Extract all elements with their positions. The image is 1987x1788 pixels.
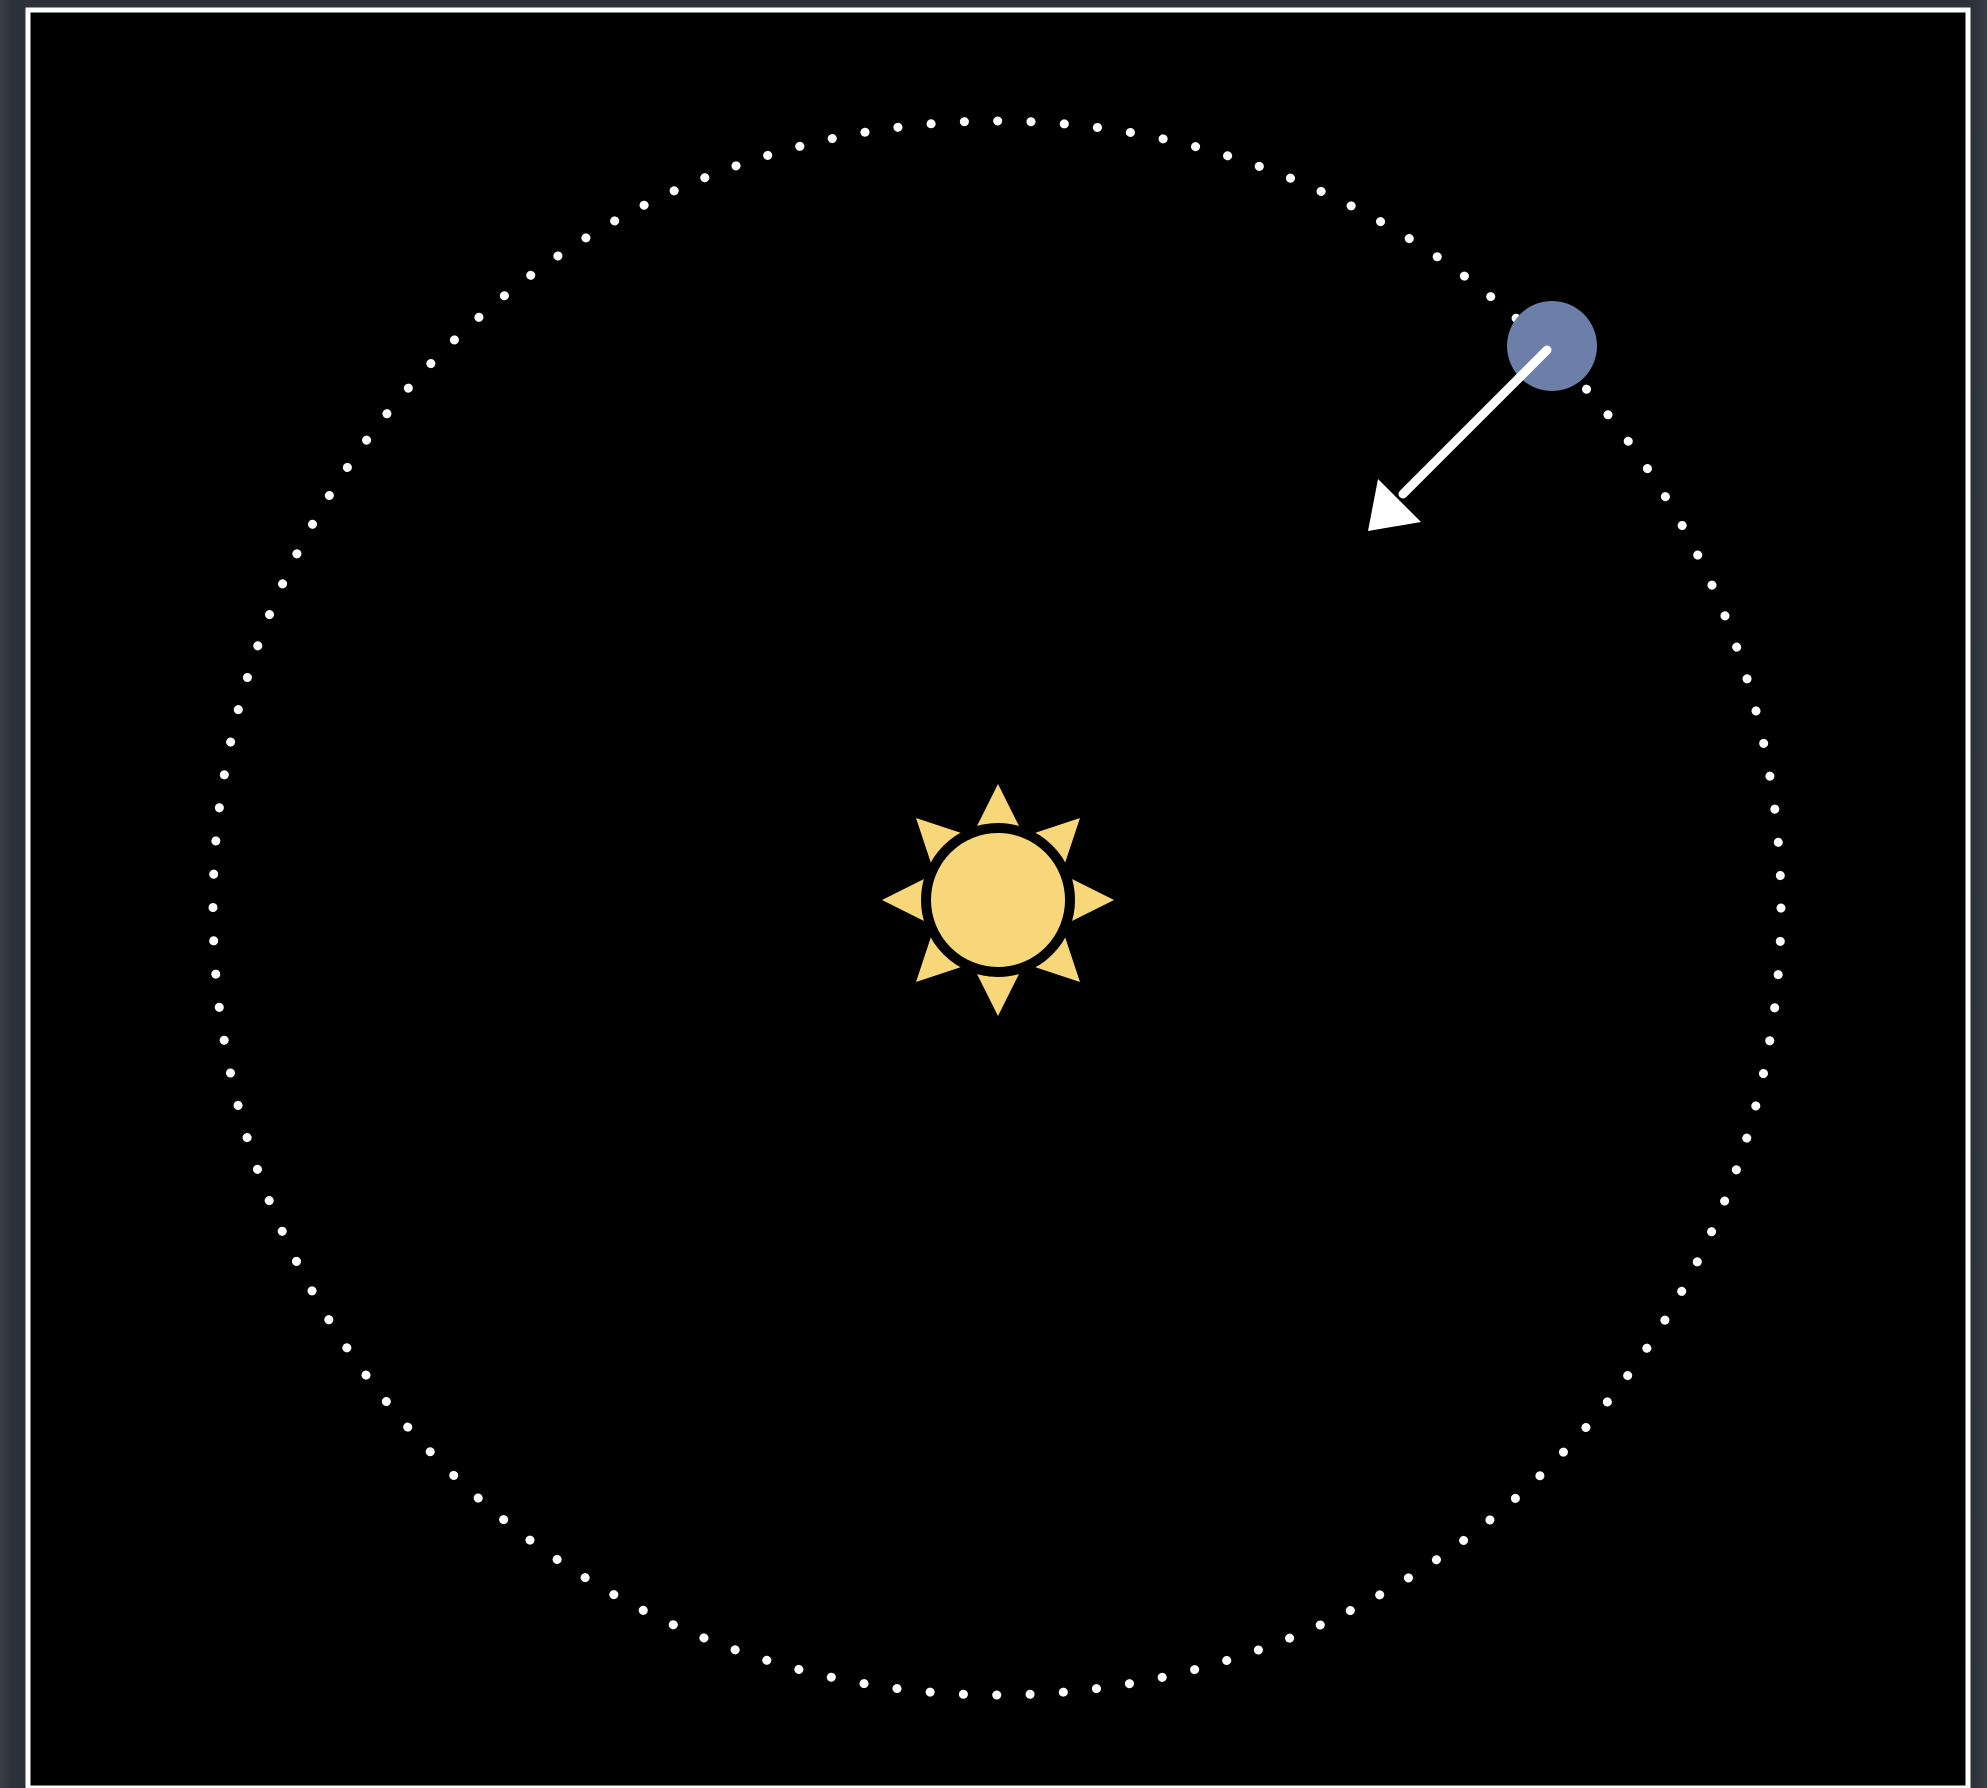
sun-ray: [916, 931, 967, 982]
arrow-head: [1368, 479, 1421, 531]
velocity-arrow-icon: [1368, 345, 1552, 531]
sun-body: [921, 823, 1075, 977]
sun-rays: [882, 784, 1114, 1016]
sun-ray: [916, 818, 967, 869]
sun-icon: [882, 784, 1114, 1016]
sun-ray: [882, 876, 930, 924]
sun-ray: [1029, 818, 1080, 869]
arrow-shaft: [1398, 345, 1552, 499]
dotted-orbit: [208, 116, 1786, 1700]
sun-ray: [1029, 931, 1080, 982]
sun-ray: [974, 968, 1022, 1016]
sun-ray: [974, 784, 1022, 832]
sun-ray: [1066, 876, 1114, 924]
